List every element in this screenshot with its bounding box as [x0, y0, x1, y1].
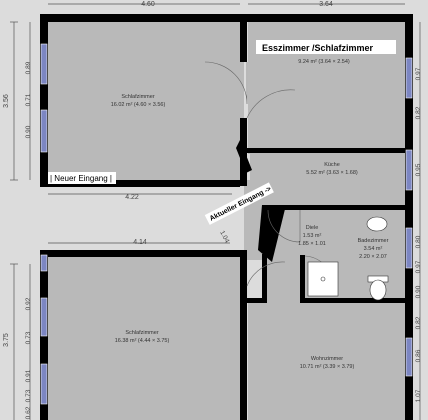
- label-kueche-name: Küche: [324, 162, 340, 168]
- label-schlafzimmer-bottom-name: Schlafzimmer: [125, 330, 158, 336]
- wall-wohn-top: [247, 298, 267, 303]
- label-diele-name: Diele: [306, 225, 319, 231]
- window-left-3: [40, 297, 48, 337]
- room-wohnzimmer: [248, 300, 408, 420]
- wall-esszimmer-kueche: [247, 148, 407, 153]
- dim-win-l5: 0.73: [25, 331, 32, 344]
- dim-win-r7: 0.82: [415, 316, 422, 329]
- label-schlafzimmer-bottom-area: 16.38 m² (4.44 × 3.75): [115, 338, 170, 344]
- wall-diag-upper: [236, 140, 252, 173]
- room-kueche: [250, 154, 408, 210]
- dim-win-r9: 1.07: [415, 389, 422, 402]
- dim-win-l8: 0.62: [25, 406, 32, 419]
- wall-left-top: [40, 14, 48, 186]
- dim-top-left: 4.60: [141, 1, 155, 8]
- door-diele: [267, 209, 301, 243]
- window-right-4: [405, 337, 413, 377]
- dim-win-l3: 0.90: [25, 125, 32, 138]
- esszimmer-label-bg: [256, 40, 396, 54]
- label-bad-name: Badezimmer: [358, 238, 389, 244]
- dim-win-r8: 0.86: [415, 349, 422, 362]
- room-schlafzimmer-top: [48, 22, 244, 180]
- label-kueche-area: 5.52 m² (3.63 × 1.68): [306, 170, 358, 176]
- label-schlafzimmer-top-name: Schlafzimmer: [121, 94, 154, 100]
- wall-top: [40, 14, 412, 22]
- wall-kueche-diele: [272, 205, 408, 210]
- dim-left-bottom: 3.75: [3, 333, 10, 347]
- window-left-2: [40, 109, 48, 153]
- label-neuer-eingang: | Neuer Eingang |: [50, 174, 112, 183]
- label-diele-area2: 1.85 × 1.01: [298, 241, 326, 247]
- dim-win-r3: 0.95: [415, 163, 422, 176]
- dim-414: 4.14: [133, 239, 147, 246]
- window-left-5: [40, 254, 48, 272]
- window-right-2: [405, 149, 413, 191]
- window-left-4: [40, 363, 48, 405]
- wall-diele-left: [262, 254, 267, 303]
- door-wohnzimmer: [246, 261, 286, 287]
- wall-inner-lower: [240, 250, 247, 420]
- aktueller-eingang-bg: [204, 182, 274, 225]
- wall-bad-bottom: [300, 298, 408, 303]
- label-wohnzimmer-area: 10.71 m² (3.39 × 3.79): [300, 364, 355, 370]
- dim-422: 4.22: [125, 194, 139, 201]
- dim-win-r5: 0.97: [415, 260, 422, 273]
- label-esszimmer-area: 9.24 m² (3.64 × 2.54): [298, 59, 350, 65]
- dim-top-right: 3.64: [319, 1, 333, 8]
- dim-win-r1: 0.97: [415, 67, 422, 80]
- wall-right: [405, 14, 413, 420]
- label-diele-area1: 1.53 m²: [303, 233, 322, 239]
- label-schlafzimmer-top-area: 16.02 m² (4.60 × 3.56): [111, 102, 166, 108]
- wall-diag-mid: [258, 205, 286, 262]
- dim-left-top: 3.56: [3, 94, 10, 108]
- dim-win-r2: 0.82: [415, 106, 422, 119]
- dim-win-r4: 0.80: [415, 235, 422, 248]
- dim-win-l2: 0.71: [25, 93, 32, 106]
- door-arc-kitchen: [246, 89, 296, 119]
- label-esszimmer-annotation: Esszimmer /Schlafzimmer: [262, 43, 374, 53]
- label-bad-area2: 2.20 × 2.07: [359, 254, 387, 260]
- door-esszimmer: [204, 61, 248, 105]
- dim-win-l6: 0.91: [25, 369, 32, 382]
- dim-win-r6: 0.90: [415, 285, 422, 298]
- sink: [366, 216, 388, 232]
- wall-mid-top: [40, 180, 240, 187]
- toilet-bowl: [369, 279, 387, 301]
- wall-inner-top: [240, 14, 247, 62]
- room-schlafzimmer-bottom: [48, 256, 244, 420]
- window-left-1: [40, 43, 48, 85]
- window-right-1: [405, 57, 413, 99]
- neuer-eingang-bg: [48, 172, 116, 184]
- wall-bad-left: [300, 255, 305, 303]
- dim-win-l7: 0.73: [25, 389, 32, 402]
- dim-win-l1: 0.89: [25, 61, 32, 74]
- shower-drain: [320, 276, 326, 282]
- window-right-3: [405, 227, 413, 269]
- dim-win-l4: 0.92: [25, 297, 32, 310]
- label-wohnzimmer-name: Wohnzimmer: [311, 356, 343, 362]
- wall-mid-bottom: [40, 250, 244, 257]
- label-bad-area1: 3.54 m²: [364, 246, 383, 252]
